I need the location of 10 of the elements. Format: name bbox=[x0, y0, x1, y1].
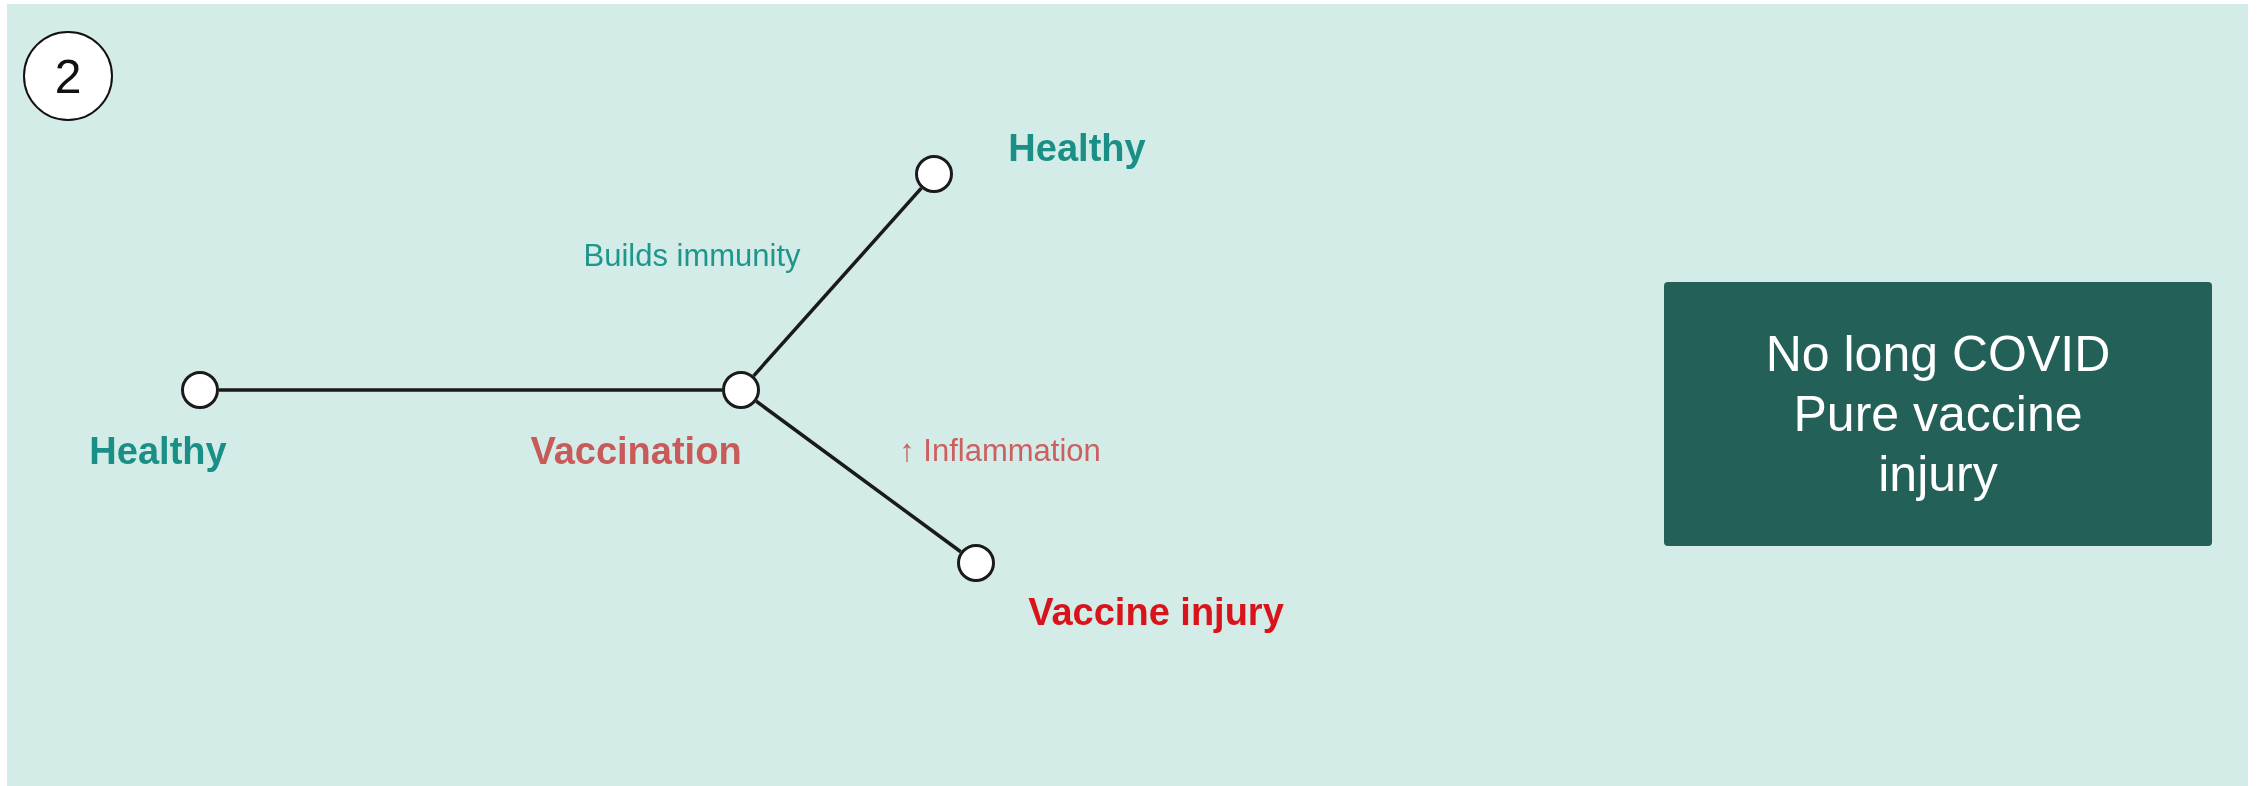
state-label: Healthy bbox=[89, 429, 227, 473]
connector-line bbox=[755, 399, 962, 554]
state-label: Healthy bbox=[1008, 126, 1146, 170]
connector-line bbox=[752, 187, 923, 377]
state-label: Vaccination bbox=[530, 429, 742, 473]
state-label: Vaccine injury bbox=[1028, 590, 1284, 634]
connector-line bbox=[219, 388, 722, 392]
edge-label: Builds immunity bbox=[583, 238, 801, 274]
outcome-box: No long COVID Pure vaccine injury bbox=[1664, 282, 2212, 546]
edge-label: ↑ Inflammation bbox=[899, 433, 1101, 469]
